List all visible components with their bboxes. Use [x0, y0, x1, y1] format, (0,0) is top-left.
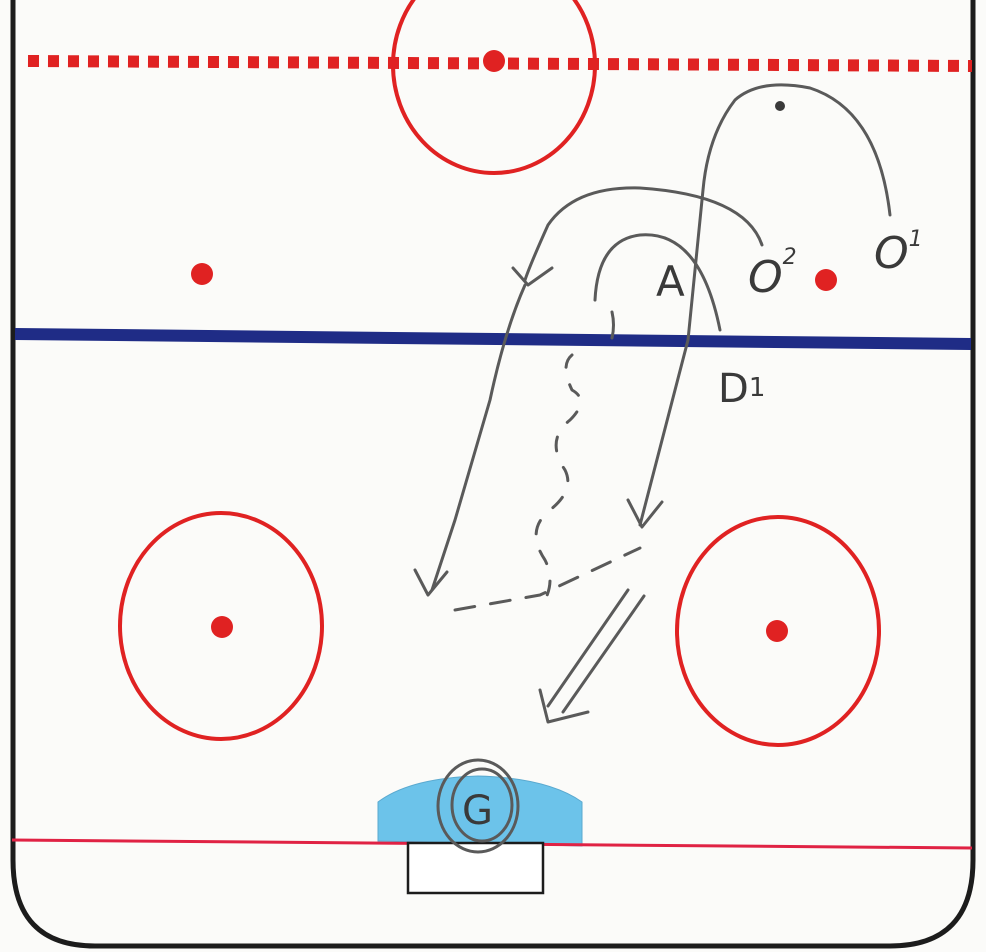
o2-superscript: 2 [783, 245, 797, 270]
shot-arrow-line-a [546, 588, 630, 708]
shot-arrow-line-b [561, 594, 646, 714]
neutral-faceoff-dot-right [815, 269, 837, 291]
center-faceoff-circle [391, 0, 597, 175]
neutral-faceoff-dot-left [191, 263, 213, 285]
goalie-circle [436, 758, 520, 854]
pass-path-left [430, 283, 527, 592]
d1-label: D1 [718, 366, 765, 412]
faceoff-circle-right [675, 515, 881, 747]
o1-superscript: 1 [909, 227, 923, 252]
coach-label: A [656, 257, 685, 306]
center-faceoff-dot [483, 50, 505, 72]
faceoff-dot-left [211, 616, 233, 638]
o2-skate-path [523, 186, 764, 282]
goal-crease [377, 775, 583, 847]
o2-label: O2 [748, 245, 797, 303]
coach-curl-path [593, 233, 722, 332]
o1-skate-path [638, 83, 892, 527]
blue-line [14, 328, 972, 350]
coach-curl-tail [610, 310, 615, 340]
o1-label: O1 [874, 227, 923, 279]
o2-arrowhead [511, 266, 554, 287]
o1-arrowhead [626, 498, 664, 529]
faceoff-dot-right [766, 620, 788, 642]
d1-superscript: 1 [749, 373, 766, 403]
goalie-circle-inner [450, 767, 514, 843]
faceoff-circle-left [118, 511, 324, 741]
shot-arrowhead [538, 688, 590, 724]
pass-arrowhead-left [413, 568, 449, 597]
rink-boards [10, 0, 976, 949]
goalie-label: G [462, 788, 493, 834]
dashed-pass-line [453, 546, 642, 612]
puck-dot [775, 101, 785, 111]
dashed-trail [534, 353, 582, 602]
center-red-line [27, 55, 973, 72]
